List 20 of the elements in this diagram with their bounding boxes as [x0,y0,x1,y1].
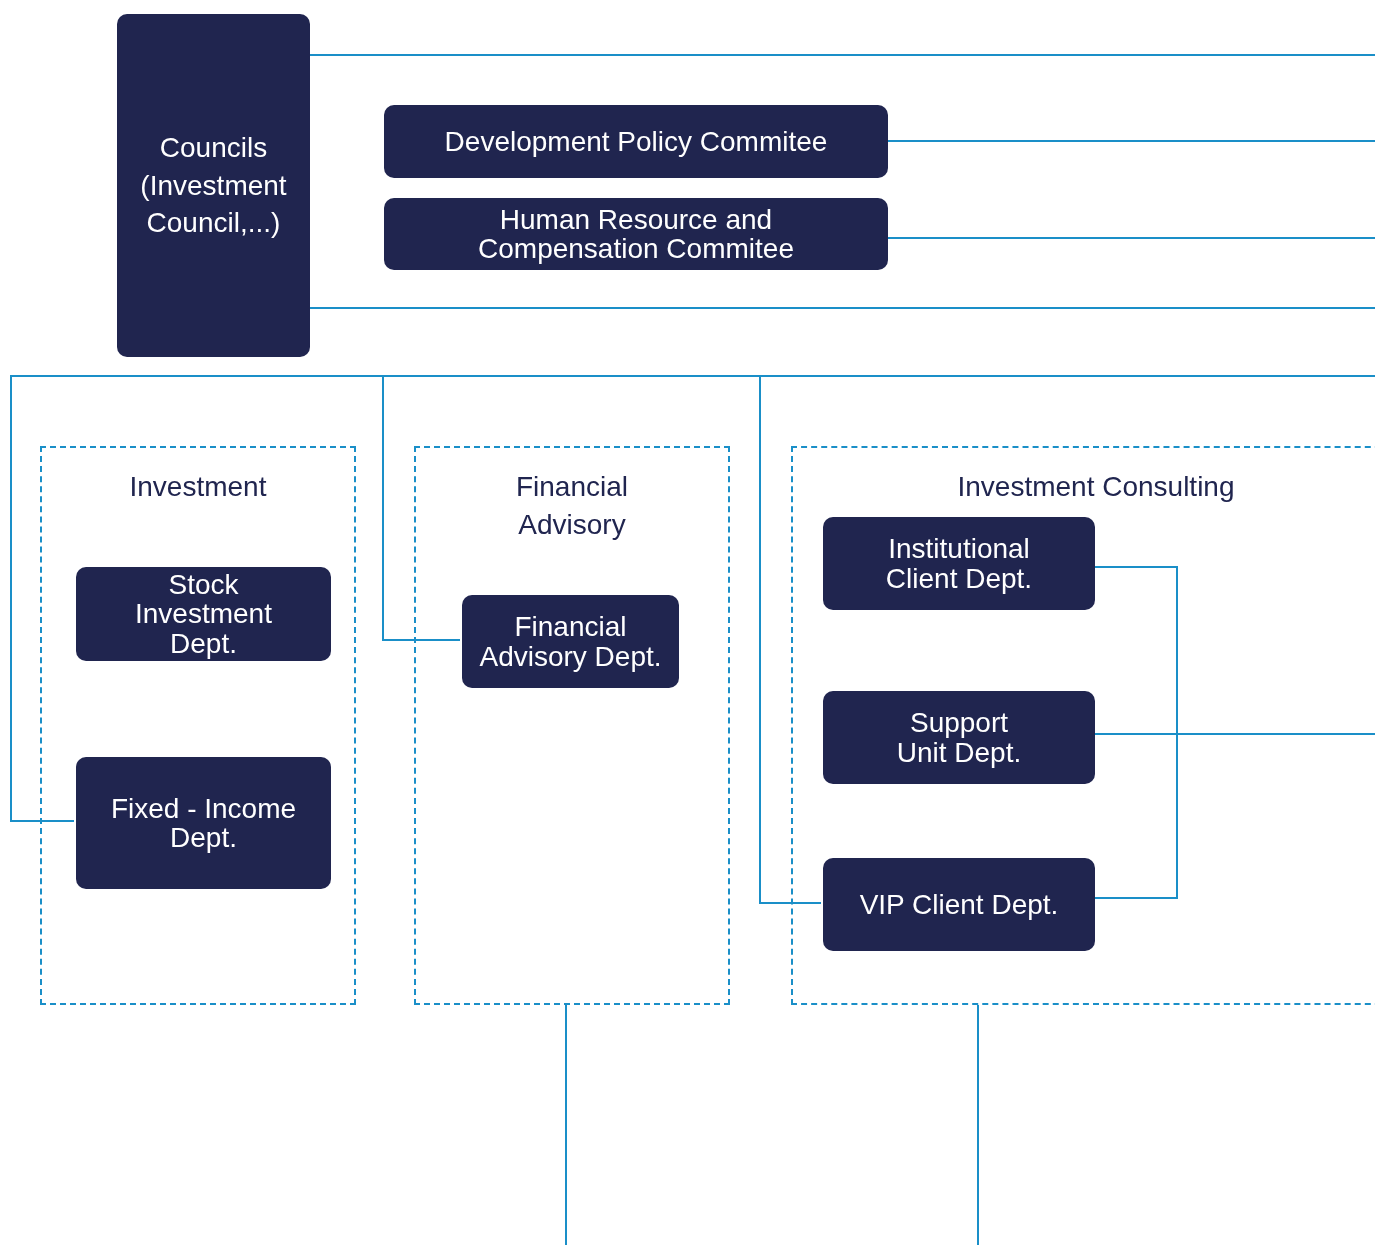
connector-line [309,54,1375,56]
dashed-group-frame [40,446,356,1005]
group-title: Investment Consulting [957,470,1235,504]
department-box: Institutional Client Dept. [823,517,1095,610]
department-box: Councils (Investment Council,...) [117,14,310,357]
department-box: Stock Investment Dept. [76,567,331,661]
connector-line [977,1004,979,1245]
connector-line [309,307,1375,309]
connector-line [565,1004,567,1245]
group-title: Investment [129,470,267,504]
connector-line [887,140,1375,142]
group-title: Financial Advisory [514,470,630,542]
department-box: VIP Client Dept. [823,858,1095,951]
connector-line [887,237,1375,239]
department-box: Financial Advisory Dept. [462,595,679,688]
department-box: Development Policy Commitee [384,105,888,178]
dashed-group-frame [414,446,730,1005]
department-box: Human Resource and Compensation Commitee [384,198,888,270]
department-box: Support Unit Dept. [823,691,1095,784]
department-box: Fixed - Income Dept. [76,757,331,889]
